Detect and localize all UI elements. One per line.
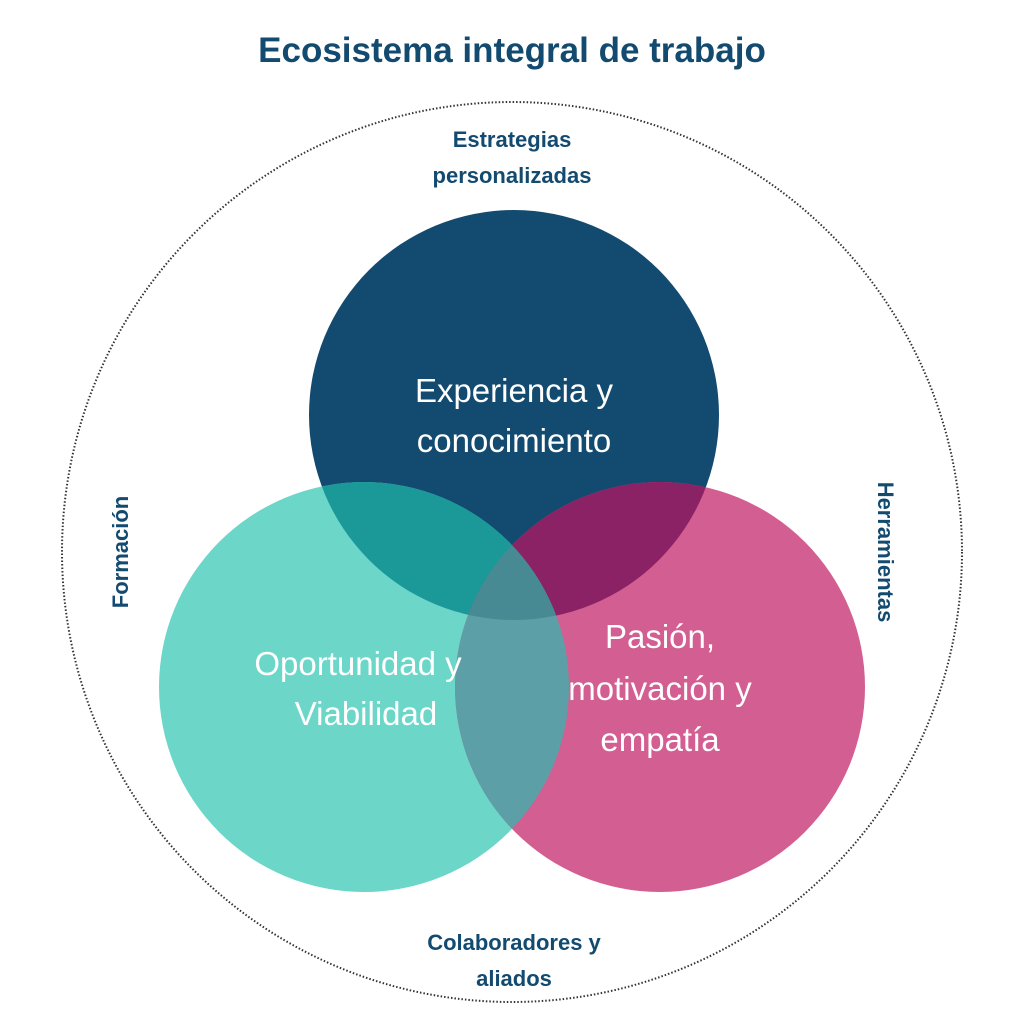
- label-estrategias-line1: Estrategias: [453, 127, 572, 152]
- circle-right-line3: empatía: [600, 721, 720, 758]
- circle-left-line1: Oportunidad y: [254, 645, 462, 682]
- circle-right-line2: motivación y: [568, 670, 752, 707]
- circle-top-line1: Experiencia y: [415, 372, 614, 409]
- diagram-title: Ecosistema integral de trabajo: [258, 31, 766, 70]
- overlap-top-left: [309, 482, 569, 620]
- label-herramientas: Herramientas: [873, 482, 898, 623]
- circle-right-line1: Pasión,: [605, 618, 715, 655]
- circle-left-line2: Viabilidad: [295, 695, 438, 732]
- label-estrategias-line2: personalizadas: [433, 163, 592, 188]
- label-colaboradores-line2: aliados: [476, 966, 552, 991]
- overlap-top-right: [455, 482, 719, 620]
- outer-dotted-circle: [61, 101, 963, 1003]
- label-colaboradores-line1: Colaboradores y: [427, 930, 601, 955]
- circle-top-line2: conocimiento: [417, 422, 611, 459]
- label-formacion: Formación: [108, 496, 133, 608]
